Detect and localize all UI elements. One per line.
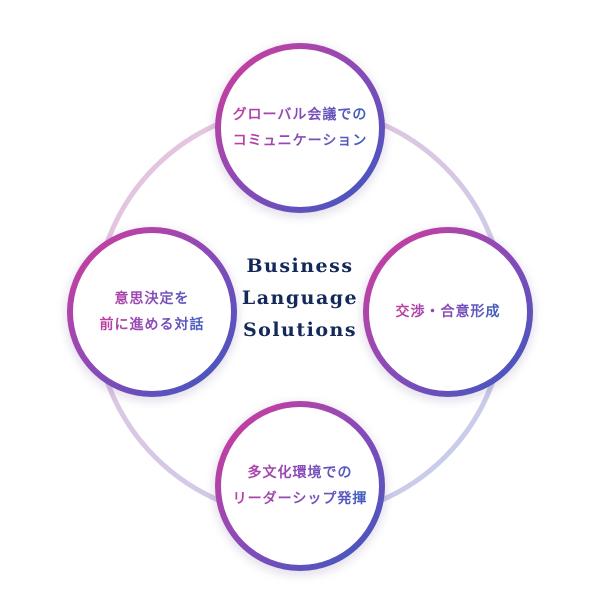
- node-circle-right: [363, 227, 533, 397]
- node-circle-top: [215, 43, 385, 213]
- node-negotiation: 交渉・合意形成: [362, 226, 534, 398]
- node-circle-left: [67, 227, 237, 397]
- node-global-meeting: グローバル会議での コミュニケーション: [214, 42, 386, 214]
- center-title-line-2: Language: [241, 287, 359, 309]
- node-leadership: 多文化環境での リーダーシップ発揮: [214, 400, 386, 572]
- center-title-line-1: Business: [246, 255, 354, 277]
- center-title-line-3: Solutions: [242, 319, 358, 341]
- node-label-top: グローバル会議での コミュニケーション: [233, 102, 368, 154]
- node-circle-bottom: [215, 401, 385, 571]
- node-label-right: 交渉・合意形成: [396, 299, 501, 325]
- node-label-bottom: 多文化環境での リーダーシップ発揮: [233, 460, 368, 512]
- node-label-left: 意思決定を 前に進める対話: [100, 286, 205, 338]
- node-decision-dialogue: 意思決定を 前に進める対話: [66, 226, 238, 398]
- center-title: Business Language Solutions: [200, 250, 400, 346]
